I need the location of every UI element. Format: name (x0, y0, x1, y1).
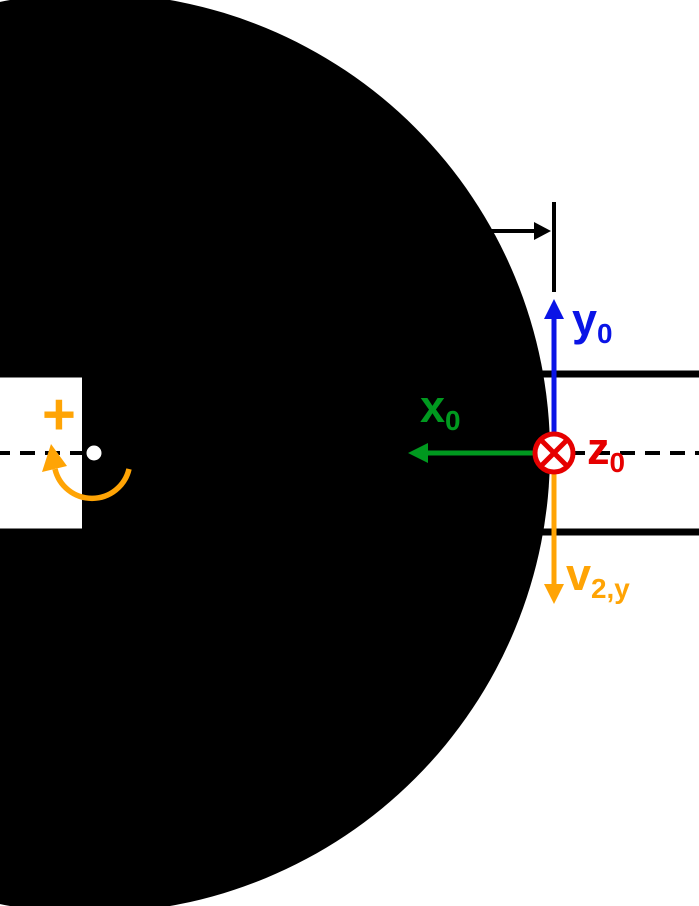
z0-cross-line-2 (540, 439, 568, 467)
rotation-sign-label: + (42, 382, 76, 447)
offset-dimension-arrow-head-icon (534, 222, 551, 240)
x0-label-sub: 0 (445, 404, 461, 436)
z0-label-sub: 0 (609, 446, 626, 478)
guide-rod-left-rect (0, 370, 82, 536)
y0-label-main: y (572, 294, 598, 345)
rotation-arrow-head-icon (42, 444, 67, 472)
x0-label-main: x (420, 381, 446, 432)
guide-rod-left-segment (0, 370, 82, 536)
velocity-arrow-head-icon (544, 584, 564, 604)
y0-arrow-head-icon (544, 299, 564, 319)
y0-axis-label: y0 (572, 297, 613, 348)
z0-axis-label: z0 (587, 426, 625, 477)
rotation-direction-arc (52, 468, 132, 502)
x0-arrow-head-icon (408, 443, 428, 463)
y0-label-sub: 0 (597, 317, 613, 349)
pivot-point (83, 442, 105, 464)
v2y-label-main: v (566, 549, 592, 600)
x0-axis-label: x0 (420, 384, 461, 435)
v2y-label-sub: 2,y (591, 572, 630, 604)
velocity-v2y-label: v2,y (566, 552, 630, 603)
z0-label-main: z (587, 423, 610, 474)
z0-axis-symbol (532, 431, 576, 475)
